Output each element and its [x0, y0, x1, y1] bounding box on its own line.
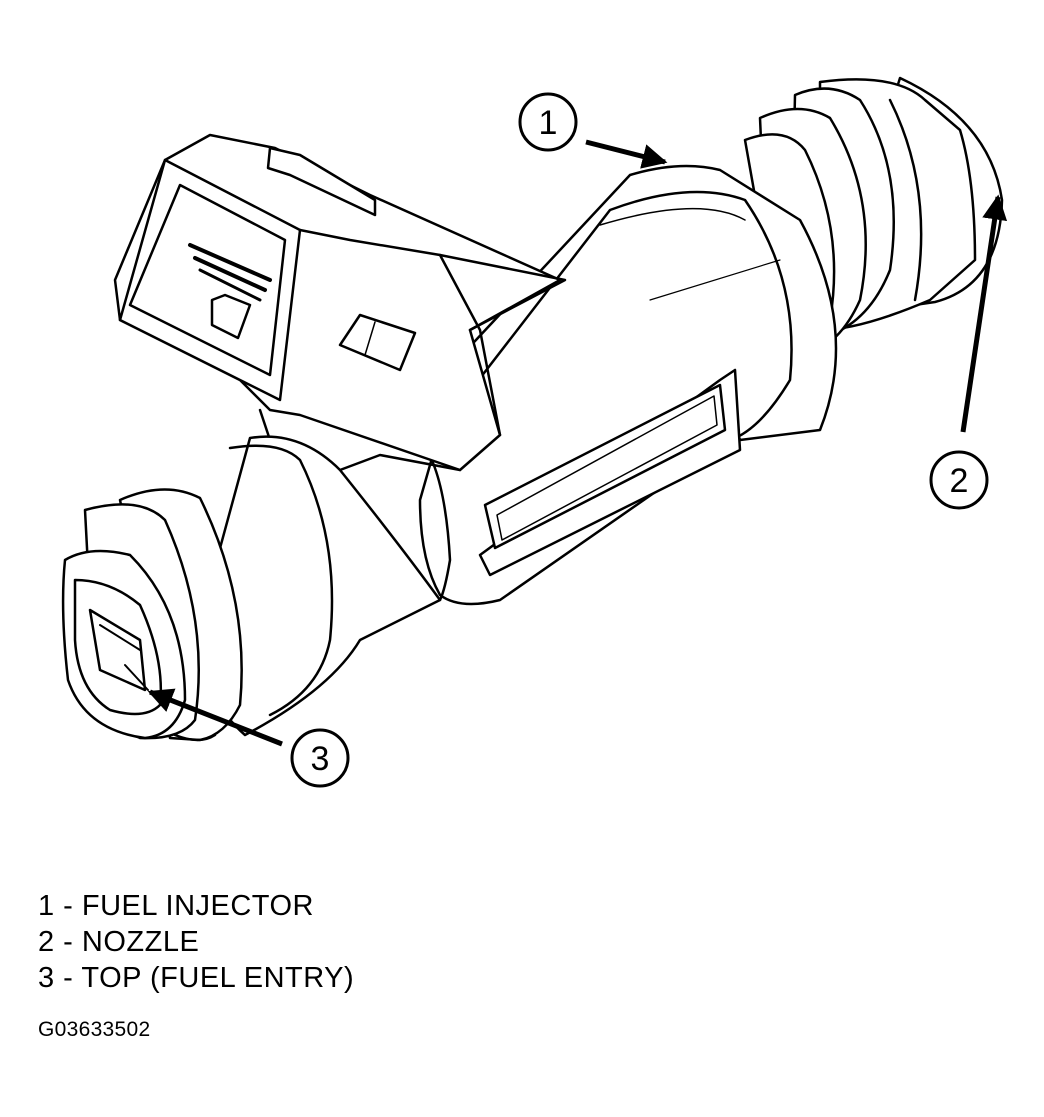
callout-1-arrow [585, 139, 668, 169]
figure-id: G03633502 [38, 1018, 151, 1041]
callout-3-arrow [147, 688, 283, 747]
callout-2-number: 2 [950, 462, 969, 500]
callout-3-circle [290, 728, 350, 788]
callout-3: 3 [290, 728, 350, 788]
electrical-connector [113, 133, 567, 472]
legend-item-2: 2 - NOZZLE [38, 926, 200, 958]
injector-body [418, 164, 838, 606]
callout-2-arrow [960, 194, 1008, 433]
fuel-injector-drawing [61, 76, 1004, 742]
fuel-entry-end [61, 435, 442, 742]
callout-2-circle [929, 450, 989, 510]
legend-item-3: 3 - TOP (FUEL ENTRY) [38, 962, 355, 994]
legend-item-1: 1 - FUEL INJECTOR [38, 890, 314, 922]
callout-1: 1 [518, 92, 578, 152]
callout-arrows [147, 139, 1008, 747]
callout-1-circle [518, 92, 578, 152]
callout-2: 2 [929, 450, 989, 510]
callout-3-number: 3 [311, 740, 330, 778]
legend: 1 - FUEL INJECTOR 2 - NOZZLE 3 - TOP (FU… [38, 888, 354, 996]
fuel-injector-diagram: 1 2 3 [61, 76, 1008, 788]
callout-1-number: 1 [539, 104, 558, 142]
